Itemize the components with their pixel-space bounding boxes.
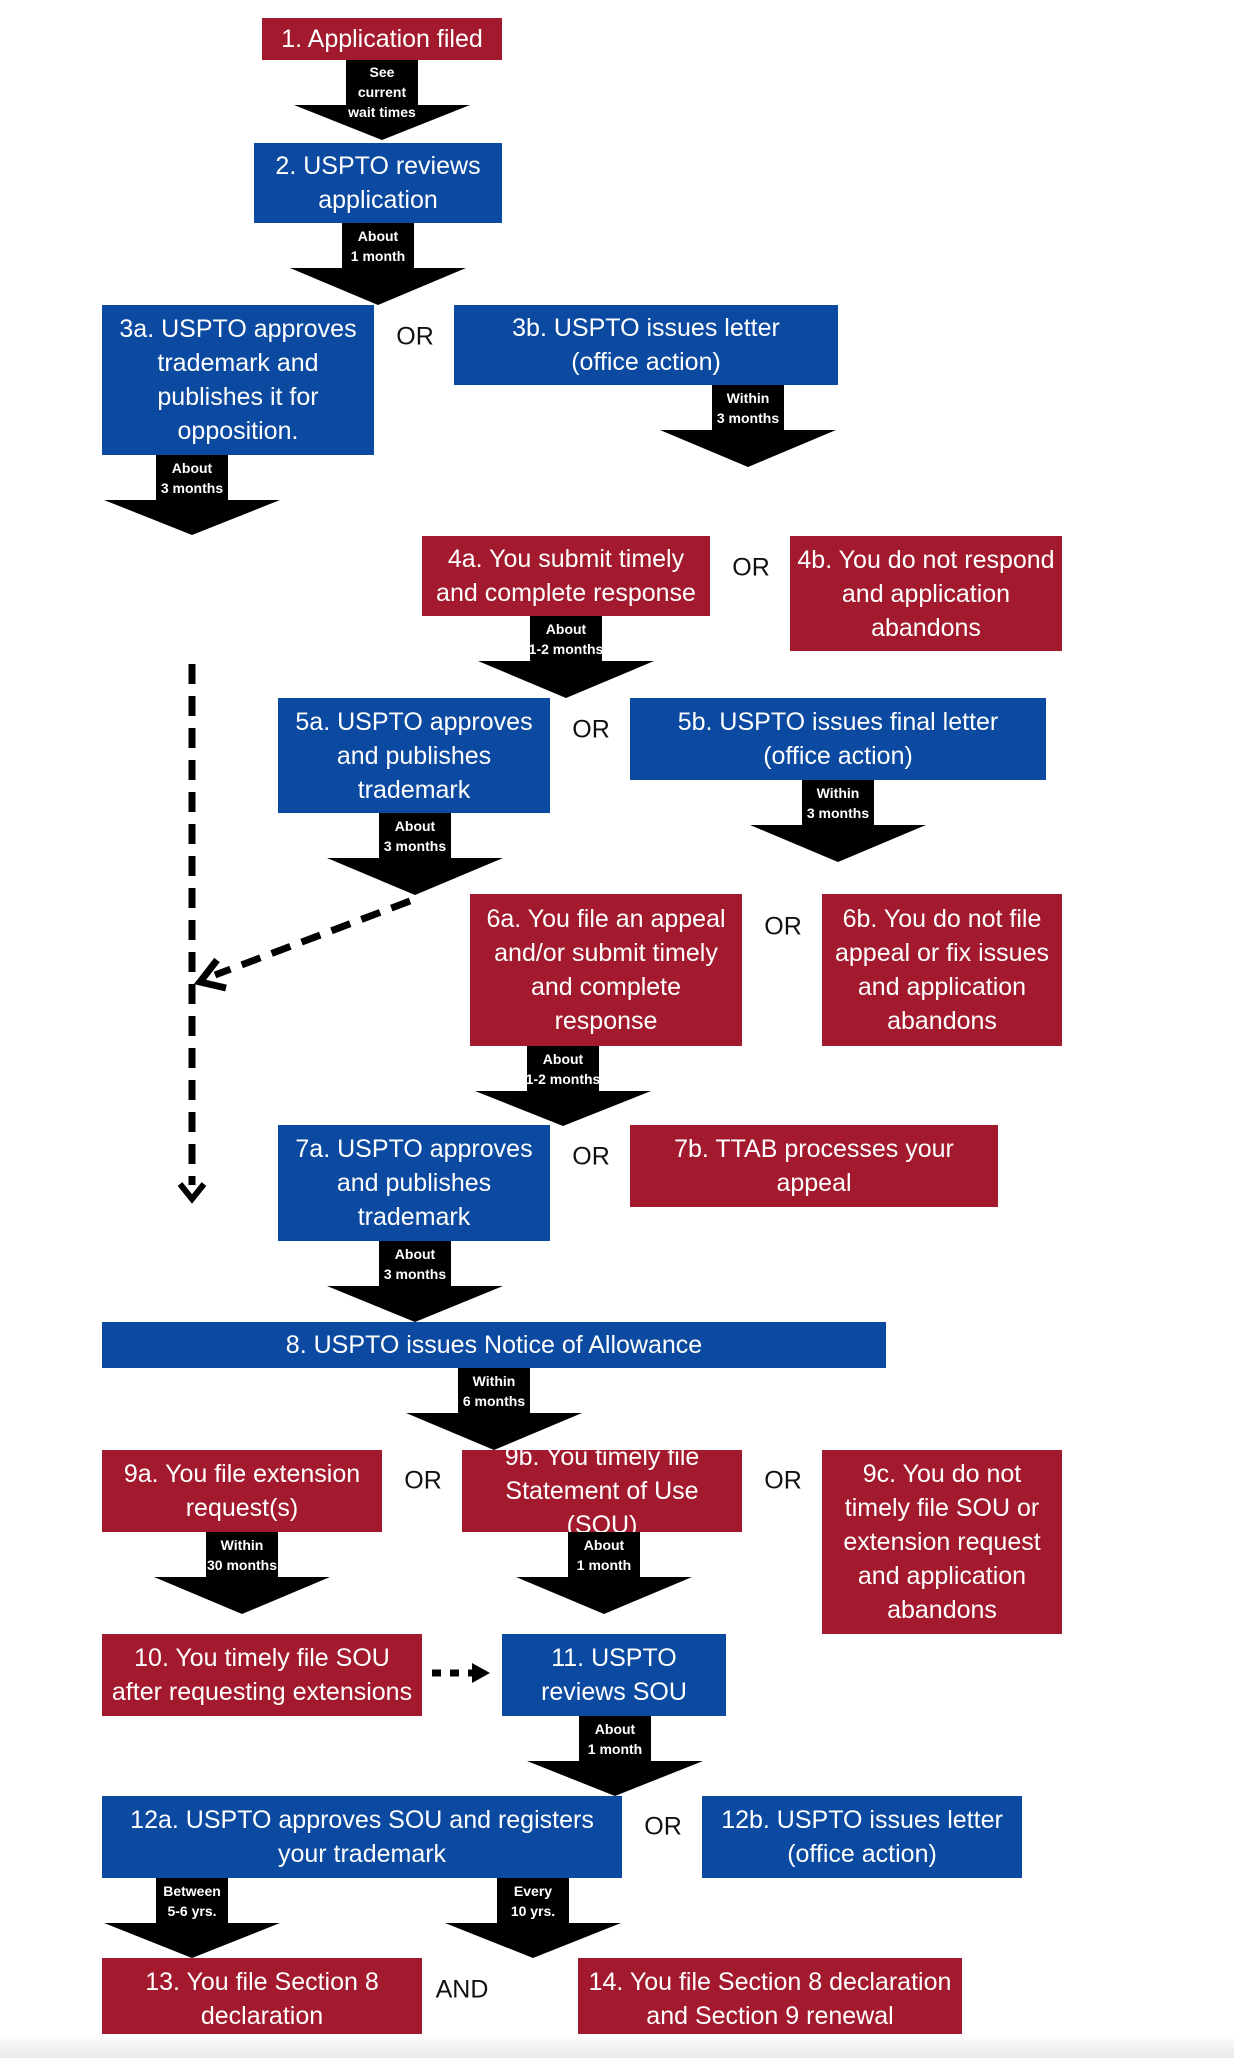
arrow-label-8: Within 6 months (462, 1373, 526, 1409)
step-12b-box: 12b. USPTO issues letter (office action) (702, 1796, 1022, 1878)
arrow-label-2: About 1 month (350, 228, 406, 264)
arrow-label-12-to-14: Every 10 yrs. (510, 1883, 556, 1919)
arrow-label-5a: About 3 months (383, 818, 447, 854)
step-6b-box: 6b. You do not file appeal or fix issues… (822, 894, 1062, 1046)
down-arrow-3a: About 3 months (104, 455, 280, 535)
arrow-label-9a: Within 30 months (206, 1537, 277, 1573)
step-3b-box: 3b. USPTO issues letter (office action) (454, 305, 838, 385)
and-connector-13: AND (435, 1975, 489, 2004)
step-4b-box: 4b. You do not respond and application a… (790, 536, 1062, 651)
down-arrow-7a: About 3 months (327, 1241, 503, 1322)
or-connector-9bc: OR (764, 1466, 802, 1495)
or-connector-4: OR (732, 553, 770, 582)
step-9a-box: 9a. You file extension request(s) (102, 1450, 382, 1532)
or-connector-5: OR (572, 715, 610, 744)
bottom-shade (0, 2034, 1234, 2058)
down-arrow-6a: About 1-2 months (475, 1046, 651, 1126)
arrow-label-12-to-13: Between 5-6 yrs. (163, 1883, 221, 1919)
arrow-label-11: About 1 month (587, 1721, 643, 1757)
down-arrow-12-to-13: Between 5-6 yrs. (104, 1878, 280, 1958)
or-connector-12: OR (644, 1812, 682, 1841)
step-5b-box: 5b. USPTO issues final letter (office ac… (630, 698, 1046, 780)
step-11-box: 11. USPTO reviews SOU (502, 1634, 726, 1716)
step-9c-box: 9c. You do not timely file SOU or extens… (822, 1450, 1062, 1634)
down-arrow-3b: Within 3 months (660, 385, 836, 467)
step-2-box: 2. USPTO reviews application (254, 143, 502, 223)
step-5a-box: 5a. USPTO approves and publishes tradema… (278, 698, 550, 813)
step-3a-box: 3a. USPTO approves trademark and publish… (102, 305, 374, 455)
dashed-diagonal-arrow (193, 897, 412, 992)
step-7b-box: 7b. TTAB processes your appeal (630, 1125, 998, 1207)
arrow-label-4a: About 1-2 months (528, 621, 604, 657)
arrow-label-7a: About 3 months (383, 1246, 447, 1282)
arrow-label-3a: About 3 months (160, 460, 224, 496)
down-arrow-4a: About 1-2 months (478, 616, 654, 698)
arrow-label-5b: Within 3 months (806, 785, 870, 821)
down-arrow-9b: About 1 month (516, 1532, 692, 1614)
down-arrow-11: About 1 month (527, 1716, 703, 1796)
step-14-box: 14. You file Section 8 declaration and S… (578, 1958, 962, 2040)
arrow-label-1: See current wait times (348, 64, 416, 120)
step-1-box: 1. Application filed (262, 18, 502, 60)
dashed-vertical-arrow (177, 664, 207, 1204)
step-7a-box: 7a. USPTO approves and publishes tradema… (278, 1125, 550, 1241)
or-connector-6: OR (764, 912, 802, 941)
down-arrow-12-to-14: Every 10 yrs. (445, 1878, 621, 1958)
arrow-label-9b: About 1 month (576, 1537, 632, 1573)
step-12a-box: 12a. USPTO approves SOU and registers yo… (102, 1796, 622, 1878)
down-arrow-1: See current wait times (294, 60, 470, 140)
dotted-arrow-10-to-11 (432, 1663, 490, 1683)
arrow-label-6a: About 1-2 months (525, 1051, 601, 1087)
or-connector-7: OR (572, 1142, 610, 1171)
or-connector-9ab: OR (404, 1466, 442, 1495)
step-13-box: 13. You file Section 8 declaration (102, 1958, 422, 2040)
down-arrow-2: About 1 month (290, 223, 466, 305)
or-connector-3: OR (396, 322, 434, 351)
down-arrow-5a: About 3 months (327, 813, 503, 895)
step-10-box: 10. You timely file SOU after requesting… (102, 1634, 422, 1716)
step-8-box: 8. USPTO issues Notice of Allowance (102, 1322, 886, 1368)
down-arrow-5b: Within 3 months (750, 780, 926, 862)
step-6a-box: 6a. You file an appeal and/or submit tim… (470, 894, 742, 1046)
step-4a-box: 4a. You submit timely and complete respo… (422, 536, 710, 616)
arrow-label-3b: Within 3 months (716, 390, 780, 426)
down-arrow-8: Within 6 months (406, 1368, 582, 1450)
down-arrow-9a: Within 30 months (154, 1532, 330, 1614)
